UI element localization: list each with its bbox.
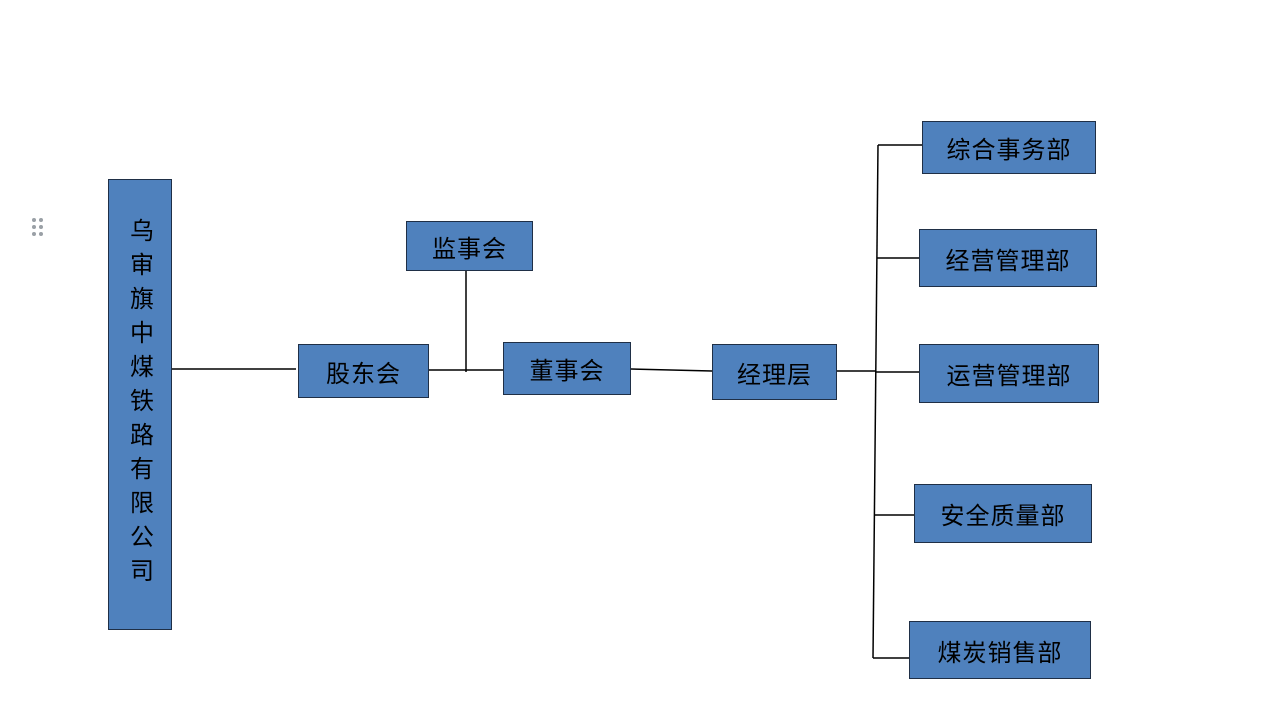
department-node: 经营管理部	[919, 229, 1097, 287]
supervisors-label: 监事会	[432, 234, 507, 263]
management-label: 经理层	[737, 360, 812, 389]
company-label: 乌审旗中煤铁路有限公司	[125, 217, 154, 592]
board-label: 董事会	[529, 357, 605, 385]
management-node: 经理层	[712, 344, 837, 400]
department-label: 经营管理部	[945, 246, 1071, 275]
department-node: 运营管理部	[919, 344, 1099, 403]
department-node: 综合事务部	[922, 121, 1096, 174]
department-node: 煤炭销售部	[909, 621, 1091, 679]
department-label: 运营管理部	[946, 362, 1072, 390]
shareholders-node: 股东会	[298, 344, 429, 398]
board-node: 董事会	[503, 342, 631, 395]
shareholders-label: 股东会	[326, 359, 401, 388]
department-label: 煤炭销售部	[937, 638, 1063, 667]
supervisors-node: 监事会	[406, 221, 533, 271]
department-label: 安全质量部	[940, 502, 1066, 530]
company-node: 乌审旗中煤铁路有限公司	[108, 179, 172, 630]
department-node: 安全质量部	[914, 484, 1092, 543]
drag-handle-icon[interactable]	[32, 218, 46, 242]
department-label: 综合事务部	[946, 136, 1072, 164]
